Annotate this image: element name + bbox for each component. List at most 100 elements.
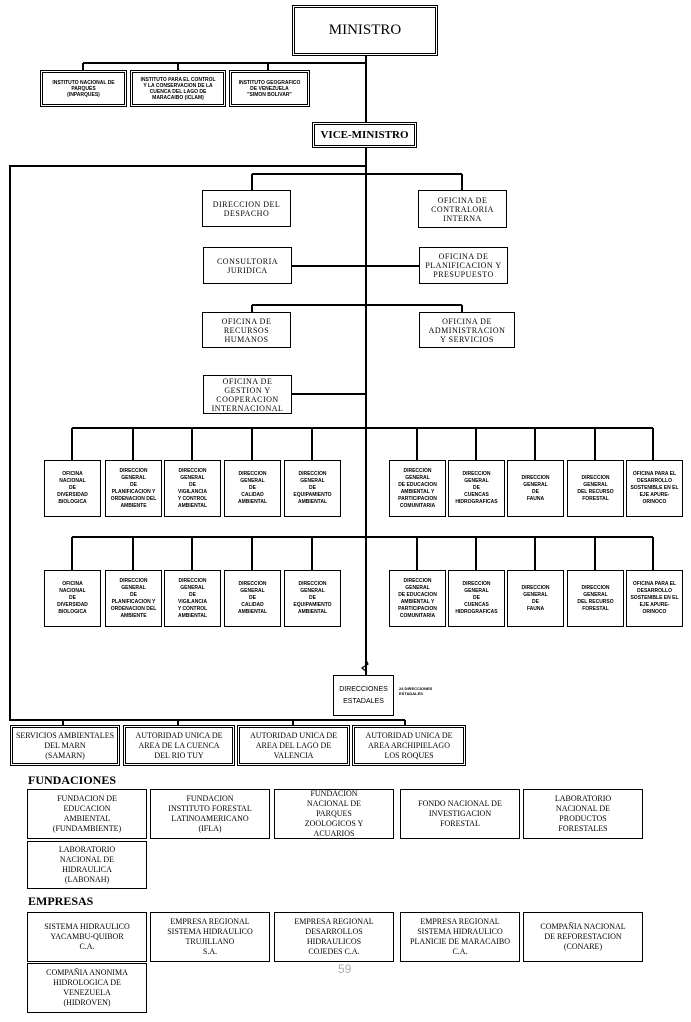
fundacion-label: FUNDACION DE EDUCACION AMBIENTAL (FUNDAM… [52, 794, 122, 833]
direccion-box: DIRECCION GENERAL DE FAUNA [507, 460, 564, 517]
empresa-box: COMPAÑIA NACIONAL DE REFORESTACION (CONA… [523, 912, 643, 962]
direccion-box: DIRECCION GENERAL DE EQUIPAMIENTO AMBIEN… [284, 460, 341, 517]
fundaciones-heading: FUNDACIONES [28, 773, 117, 787]
direccion-box: DIRECCION GENERAL DE PLANIFICACION Y ORD… [105, 570, 162, 627]
direccion-label: DIRECCION GENERAL DE CALIDAD AMBIENTAL [237, 581, 268, 615]
direccion-label: DIRECCION GENERAL DE FAUNA [521, 474, 550, 502]
instituto-box: INSTITUTO NACIONAL DE PARQUES (INPARQUES… [40, 70, 127, 107]
administracion-box: OFICINA DE ADMINISTRACION Y SERVICIOS [419, 312, 515, 348]
direccion-label: DIRECCION GENERAL DE PLANIFICACION Y ORD… [110, 577, 157, 619]
direcciones-estadales-note: 24 DIRECCIONES ESTADALES [399, 686, 433, 696]
fundacion-label: LABORATORIO NACIONAL DE PRODUCTOS FOREST… [554, 794, 612, 833]
fundacion-label: FONDO NACIONAL DE INVESTIGACION FORESTAL [418, 799, 502, 828]
direccion-label: DIRECCION GENERAL DE VIGILANCIA Y CONTRO… [177, 577, 208, 619]
autoridad-label: AUTORIDAD UNICA DE AREA ARCHIPIELAGO LOS… [365, 730, 453, 760]
autoridad-box: AUTORIDAD UNICA DE AREA ARCHIPIELAGO LOS… [352, 725, 466, 766]
autoridad-box: AUTORIDAD UNICA DE AREA DE LA CUENCA DEL… [123, 725, 235, 766]
instituto-box: INSTITUTO GEOGRAFICO DE VENEZUELA "SIMON… [229, 70, 310, 107]
direccion-label: OFICINA PARA EL DESARROLLO SOSTENIBLE EN… [630, 471, 679, 505]
direccion-label: DIRECCION GENERAL DE CUENCAS HIDROGRAFIC… [455, 471, 498, 505]
fundacion-label: FUNDACION NACIONAL DE PARQUES ZOOLOGICOS… [304, 789, 364, 838]
direccion-label: DIRECCION GENERAL DE EQUIPAMIENTO AMBIEN… [293, 581, 332, 615]
page-number: 59 [338, 962, 352, 976]
empresa-label: COMPAÑIA NACIONAL DE REFORESTACION (CONA… [540, 922, 626, 951]
fundacion-box: FUNDACION INSTITUTO FORESTAL LATINOAMERI… [150, 789, 270, 839]
vice-ministro-box: VICE-MINISTRO [312, 122, 417, 148]
ministro-box: MINISTRO [292, 5, 438, 56]
direccion-box: DIRECCION GENERAL DE CALIDAD AMBIENTAL [224, 570, 281, 627]
direccion-label: DIRECCION GENERAL DE EDUCACION AMBIENTAL… [398, 467, 437, 509]
direccion-box: DIRECCION GENERAL DE VIGILANCIA Y CONTRO… [164, 570, 221, 627]
empresas-heading: EMPRESAS [28, 894, 94, 908]
empresa-box: COMPAÑIA ANONIMA HIDROLOGICA DE VENEZUEL… [27, 963, 147, 1013]
fundacion-box: FONDO NACIONAL DE INVESTIGACION FORESTAL [400, 789, 520, 839]
direccion-box: DIRECCION GENERAL DE CUENCAS HIDROGRAFIC… [448, 570, 505, 627]
direccion-box: DIRECCION GENERAL DE CUENCAS HIDROGRAFIC… [448, 460, 505, 517]
direccion-box: DIRECCION GENERAL DEL RECURSO FORESTAL [567, 460, 624, 517]
direccion-box: OFICINA PARA EL DESARROLLO SOSTENIBLE EN… [626, 460, 683, 517]
direccion-box: DIRECCION GENERAL DE CALIDAD AMBIENTAL [224, 460, 281, 517]
direccion-box: DIRECCION GENERAL DE VIGILANCIA Y CONTRO… [164, 460, 221, 517]
box-label: DIRECCIONES ESTADALES [339, 685, 388, 705]
planificacion-box: OFICINA DE PLANIFICACION Y PRESUPUESTO [419, 247, 508, 284]
box-label: DIRECCION DEL DESPACHO [212, 199, 281, 218]
empresa-label: EMPRESA REGIONAL SISTEMA HIDRAULICO TRUJ… [167, 917, 253, 956]
direccion-label: DIRECCION GENERAL DEL RECURSO FORESTAL [577, 474, 614, 502]
fundacion-box: FUNDACION DE EDUCACION AMBIENTAL (FUNDAM… [27, 789, 147, 839]
empresa-label: EMPRESA REGIONAL SISTEMA HIDRAULICO PLAN… [410, 917, 510, 956]
empresa-box: EMPRESA REGIONAL SISTEMA HIDRAULICO TRUJ… [150, 912, 270, 962]
fundacion-box: FUNDACION NACIONAL DE PARQUES ZOOLOGICOS… [274, 789, 394, 839]
fundacion-label: FUNDACION INSTITUTO FORESTAL LATINOAMERI… [168, 794, 252, 833]
direccion-label: OFICINA PARA EL DESARROLLO SOSTENIBLE EN… [630, 581, 679, 615]
cooperacion-box: OFICINA DE GESTION Y COOPERACION INTERNA… [203, 375, 292, 414]
box-label: CONSULTORIA JURIDICA [216, 256, 279, 275]
contraloria-box: OFICINA DE CONTRALORIA INTERNA [418, 190, 507, 228]
direcciones-estadales-box: DIRECCIONES ESTADALES [333, 675, 394, 716]
direccion-despacho-box: DIRECCION DEL DESPACHO [202, 190, 291, 227]
empresa-label: COMPAÑIA ANONIMA HIDROLOGICA DE VENEZUEL… [46, 968, 128, 1007]
box-label: OFICINA DE ADMINISTRACION Y SERVICIOS [428, 316, 506, 344]
direccion-box: DIRECCION GENERAL DEL RECURSO FORESTAL [567, 570, 624, 627]
instituto-box: INSTITUTO PARA EL CONTROL Y LA CONSERVAC… [130, 70, 226, 107]
direccion-label: DIRECCION GENERAL DE PLANIFICACION Y ORD… [110, 467, 157, 509]
instituto-label: INSTITUTO NACIONAL DE PARQUES (INPARQUES… [52, 79, 115, 98]
direccion-label: DIRECCION GENERAL DE CALIDAD AMBIENTAL [237, 471, 268, 505]
direccion-label: DIRECCION GENERAL DEL RECURSO FORESTAL [577, 584, 614, 612]
direccion-label: DIRECCION GENERAL DE FAUNA [521, 584, 550, 612]
direccion-box: OFICINA PARA EL DESARROLLO SOSTENIBLE EN… [626, 570, 683, 627]
autoridad-box: SERVICIOS AMBIENTALES DEL MARN (SAMARN) [10, 725, 120, 766]
direccion-label: DIRECCION GENERAL DE CUENCAS HIDROGRAFIC… [455, 581, 498, 615]
direccion-box: DIRECCION GENERAL DE EQUIPAMIENTO AMBIEN… [284, 570, 341, 627]
direccion-label: DIRECCION GENERAL DE EQUIPAMIENTO AMBIEN… [293, 471, 332, 505]
direccion-label: DIRECCION GENERAL DE EDUCACION AMBIENTAL… [398, 577, 437, 619]
instituto-label: INSTITUTO GEOGRAFICO DE VENEZUELA "SIMON… [238, 79, 301, 98]
box-label: OFICINA DE GESTION Y COOPERACION INTERNA… [211, 376, 284, 413]
direccion-box: OFICINA NACIONAL DE DIVERSIDAD BIOLOGICA [44, 460, 101, 517]
autoridad-label: AUTORIDAD UNICA DE AREA DEL LAGO DE VALE… [250, 730, 337, 760]
empresa-box: SISTEMA HIDRAULICO YACAMBU-QUIBOR C.A. [27, 912, 147, 962]
instituto-label: INSTITUTO PARA EL CONTROL Y LA CONSERVAC… [140, 76, 216, 101]
fundacion-label: LABORATORIO NACIONAL DE HIDRAULICA (LABO… [58, 845, 116, 884]
consultoria-box: CONSULTORIA JURIDICA [203, 247, 292, 284]
direccion-box: DIRECCION GENERAL DE EDUCACION AMBIENTAL… [389, 570, 446, 627]
direccion-label: OFICINA NACIONAL DE DIVERSIDAD BIOLOGICA [57, 471, 88, 505]
direccion-box: OFICINA NACIONAL DE DIVERSIDAD BIOLOGICA [44, 570, 101, 627]
direccion-label: OFICINA NACIONAL DE DIVERSIDAD BIOLOGICA [57, 581, 88, 615]
direccion-label: DIRECCION GENERAL DE VIGILANCIA Y CONTRO… [177, 467, 208, 509]
box-label: OFICINA DE PLANIFICACION Y PRESUPUESTO [425, 252, 502, 279]
ministro-label: MINISTRO [328, 22, 402, 38]
direccion-box: DIRECCION GENERAL DE FAUNA [507, 570, 564, 627]
box-label: OFICINA DE RECURSOS HUMANOS [221, 316, 272, 344]
empresa-label: EMPRESA REGIONAL DESARROLLOS HIDRAULICOS… [294, 917, 374, 956]
rrhh-box: OFICINA DE RECURSOS HUMANOS [202, 312, 291, 348]
fundacion-box: LABORATORIO NACIONAL DE PRODUCTOS FOREST… [523, 789, 643, 839]
empresa-label: SISTEMA HIDRAULICO YACAMBU-QUIBOR C.A. [44, 922, 130, 951]
autoridad-box: AUTORIDAD UNICA DE AREA DEL LAGO DE VALE… [237, 725, 350, 766]
autoridad-label: AUTORIDAD UNICA DE AREA DE LA CUENCA DEL… [135, 730, 223, 760]
autoridad-label: SERVICIOS AMBIENTALES DEL MARN (SAMARN) [15, 730, 115, 760]
direccion-box: DIRECCION GENERAL DE PLANIFICACION Y ORD… [105, 460, 162, 517]
direccion-box: DIRECCION GENERAL DE EDUCACION AMBIENTAL… [389, 460, 446, 517]
empresa-box: EMPRESA REGIONAL SISTEMA HIDRAULICO PLAN… [400, 912, 520, 962]
